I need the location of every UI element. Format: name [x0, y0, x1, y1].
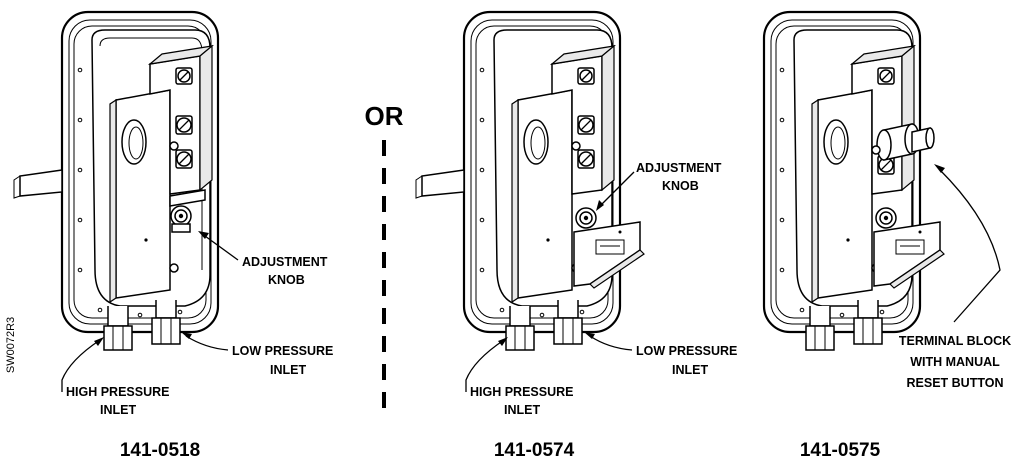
switch-2-low-pressure-label-line1: LOW PRESSURE [636, 344, 737, 358]
switch-2-model-number: 141-0574 [494, 440, 575, 461]
switch-1-low-pressure-label-line1: LOW PRESSURE [232, 344, 333, 358]
drawing-code: SW0072R3 [5, 317, 17, 373]
switch-1-low-pressure-label-line2: INLET [270, 363, 306, 377]
switch-1-high-pressure-label-line2: INLET [100, 403, 136, 417]
switch-1-model-number: 141-0518 [120, 440, 200, 461]
switch-1-adjustment-label-line2: KNOB [268, 273, 305, 287]
switch-141-0575-drawing [762, 10, 1001, 351]
switch-1-adjustment-label-line1: ADJUSTMENT [242, 255, 328, 269]
switch-3-terminal-label-line3: RESET BUTTON [907, 376, 1004, 390]
switch-3-terminal-label-line2: WITH MANUAL [910, 355, 1000, 369]
switch-3-terminal-label-line1: TERMINAL BLOCK [899, 334, 1011, 348]
switch-2-high-pressure-label-line2: INLET [504, 403, 540, 417]
or-separator-label: OR [365, 101, 404, 131]
switch-2-low-pressure-label-line2: INLET [672, 363, 708, 377]
switch-1-high-pressure-label-line1: HIGH PRESSURE [66, 385, 170, 399]
adjustment-knob-leader-1 [204, 235, 239, 261]
switch-3-model-number: 141-0575 [800, 440, 881, 461]
switch-141-0518-drawing [13, 10, 239, 392]
switch-2-adjustment-label-line2: KNOB [662, 179, 699, 193]
switch-2-adjustment-label-line1: ADJUSTMENT [636, 161, 722, 175]
switch-141-0574-drawing [415, 10, 645, 392]
switch-2-high-pressure-label-line1: HIGH PRESSURE [470, 385, 574, 399]
